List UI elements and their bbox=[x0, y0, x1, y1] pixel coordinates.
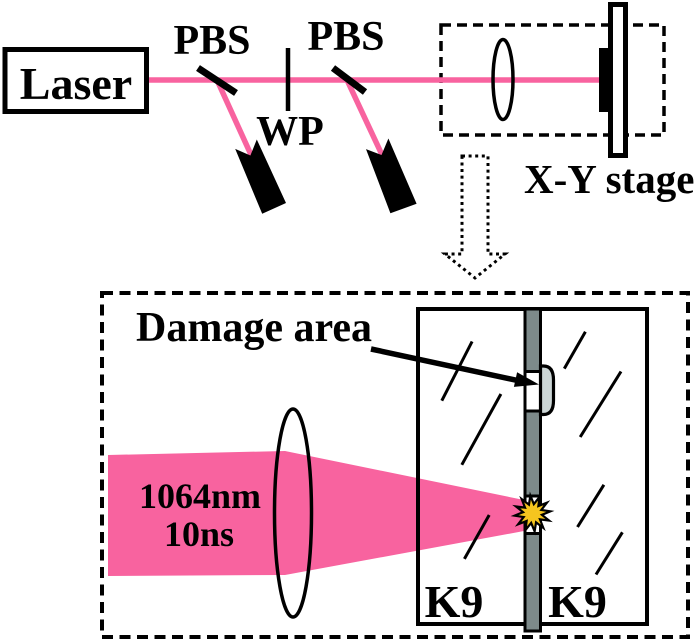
zoom-detail-arrow bbox=[440, 154, 510, 280]
beam-wavelength-label: 1064nm bbox=[139, 476, 261, 516]
pbs2-plate bbox=[330, 65, 368, 95]
damage-pointer-head bbox=[513, 372, 539, 387]
focus-lens bbox=[491, 37, 515, 122]
damage-spark bbox=[510, 491, 555, 536]
beam-dump-1 bbox=[235, 139, 286, 214]
reflected-beam-1 bbox=[214, 78, 255, 159]
glass-interface-bar bbox=[523, 307, 542, 633]
detail-dashed-box bbox=[100, 291, 690, 639]
bottom-section: Damage area 1064nm 10ns K9 K9 bbox=[100, 291, 690, 639]
xy-stage-plate bbox=[608, 2, 628, 158]
hatch-right-4 bbox=[594, 531, 624, 576]
sample-on-stage bbox=[599, 48, 610, 112]
damage-pointer-line bbox=[370, 346, 520, 384]
hatch-left-1 bbox=[440, 340, 474, 402]
xy-stage-label: X-Y stage bbox=[524, 156, 694, 202]
top-section: Laser PBS PBS WP X-Y stage bbox=[2, 2, 694, 214]
hatch-left-2 bbox=[460, 393, 503, 466]
hatch-right-1 bbox=[562, 330, 587, 370]
damage-area-label: Damage area bbox=[136, 305, 372, 351]
reflected-beam-2 bbox=[344, 78, 386, 159]
laser-label: Laser bbox=[20, 58, 132, 109]
waveplate-label: WP bbox=[256, 109, 324, 155]
damage-gap bbox=[526, 373, 539, 410]
laser-box bbox=[2, 47, 149, 114]
glass-hatch-marks bbox=[440, 330, 624, 576]
beam-pulse-label: 10ns bbox=[164, 514, 234, 554]
detail-lens bbox=[272, 407, 314, 619]
hatch-right-3 bbox=[576, 484, 606, 528]
beam-dump-2 bbox=[366, 138, 417, 214]
k9-left-label: K9 bbox=[425, 576, 484, 627]
pbs1-plate bbox=[196, 65, 238, 96]
k9-right-label: K9 bbox=[548, 576, 607, 627]
hatch-right-2 bbox=[578, 370, 623, 438]
pbs1-label: PBS bbox=[173, 18, 250, 64]
damage-bump bbox=[538, 364, 556, 417]
pbs2-label: PBS bbox=[307, 14, 384, 60]
hatch-left-3 bbox=[463, 514, 491, 560]
